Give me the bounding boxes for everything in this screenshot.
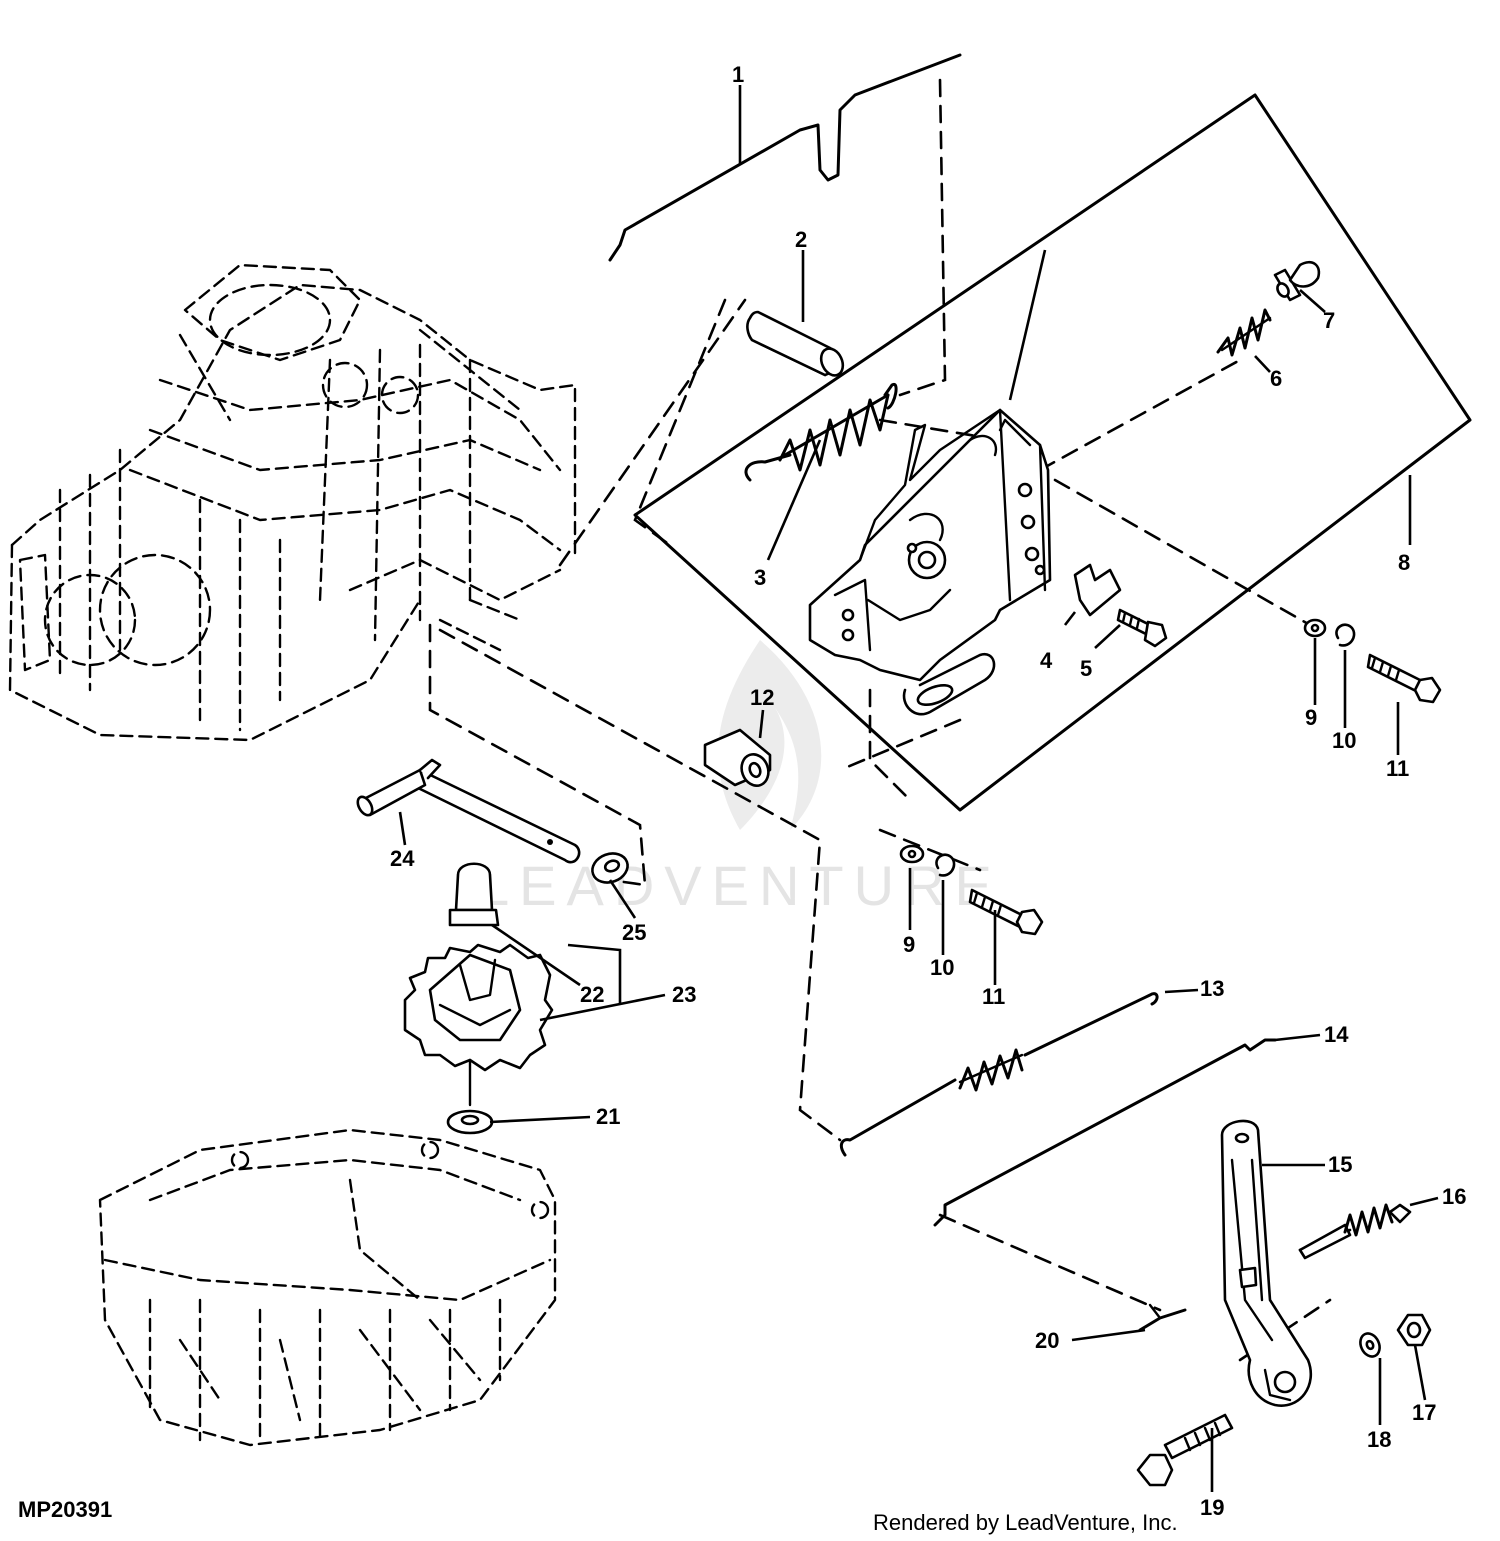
callout-10-lower: 10	[930, 955, 954, 980]
callout-23: 23	[672, 982, 696, 1007]
part-12-bushing	[703, 728, 772, 787]
callout-17: 17	[1412, 1400, 1436, 1425]
part-10-lock-washer-lower	[935, 853, 956, 877]
callout-numbers: 1 2 3 4 5 6 7 8 9 10 11 12 13 14 15 16 1…	[390, 62, 1466, 1520]
part-17-nut	[1396, 1313, 1432, 1347]
callout-3: 3	[754, 565, 766, 590]
callout-6: 6	[1270, 366, 1282, 391]
callout-12: 12	[750, 685, 774, 710]
callout-22: 22	[580, 982, 604, 1007]
assembly-guide-lines	[428, 78, 1352, 1362]
callout-1: 1	[732, 62, 744, 87]
callout-14: 14	[1324, 1022, 1349, 1047]
oil-pan-outline	[98, 1128, 557, 1447]
part-8-assembly-outline	[633, 93, 1472, 812]
part-1-bracket-edge	[608, 53, 962, 262]
part-10-lock-washer	[1335, 623, 1356, 647]
part-25-washer	[591, 852, 629, 884]
part-23-governor-gear	[403, 943, 554, 1072]
figure-id: MP20391	[18, 1497, 112, 1522]
callout-21: 21	[596, 1104, 620, 1129]
callout-20: 20	[1035, 1328, 1059, 1353]
part-7-screw	[1273, 260, 1321, 302]
part-5-screw	[1116, 608, 1168, 648]
callout-18: 18	[1367, 1427, 1391, 1452]
governor-bracket-assembly	[808, 408, 1052, 716]
callout-25: 25	[622, 920, 646, 945]
callout-8: 8	[1398, 550, 1410, 575]
part-2-bushing	[746, 310, 845, 377]
part-21-thrust-washer	[446, 1058, 494, 1135]
part-18-washer	[1359, 1332, 1381, 1358]
callout-11: 11	[1386, 756, 1409, 781]
callout-16: 16	[1442, 1184, 1466, 1209]
part-22-governor-cup	[448, 862, 500, 927]
part-4-clip	[1034, 563, 1122, 617]
leader-lines	[398, 85, 1439, 1492]
callout-7: 7	[1323, 308, 1335, 333]
hardware-set-lower	[899, 844, 1044, 936]
callout-11-lower: 11	[982, 984, 1005, 1009]
part-6-spring	[1216, 308, 1272, 357]
part-16-adjusting-screw	[1298, 1203, 1412, 1260]
part-14-throttle-rod	[933, 1038, 1277, 1227]
callout-4: 4	[1040, 648, 1053, 673]
part-3-extension-spring	[744, 382, 898, 482]
callout-10: 10	[1332, 728, 1356, 753]
part-24-governor-rod	[356, 758, 581, 864]
engine-block-outline	[8, 263, 577, 742]
callout-9: 9	[1305, 705, 1317, 730]
callout-9-lower: 9	[903, 932, 915, 957]
callout-24: 24	[390, 846, 415, 871]
part-13-governor-spring-rod	[839, 992, 1159, 1157]
callout-2: 2	[795, 227, 807, 252]
watermark-text: LEADVENTURE	[478, 854, 1002, 917]
part-11-bolt	[1366, 653, 1422, 694]
part-19-bolt	[1136, 1413, 1234, 1487]
callout-5: 5	[1080, 656, 1092, 681]
callout-15: 15	[1328, 1152, 1352, 1177]
callout-19: 19	[1200, 1495, 1224, 1520]
part-15-control-lever	[1220, 1119, 1313, 1407]
part-20-rod-end	[1138, 1303, 1187, 1332]
credit-text: Rendered by LeadVenture, Inc.	[873, 1510, 1178, 1535]
callout-13: 13	[1200, 976, 1224, 1001]
hardware-set-upper	[1303, 618, 1442, 704]
